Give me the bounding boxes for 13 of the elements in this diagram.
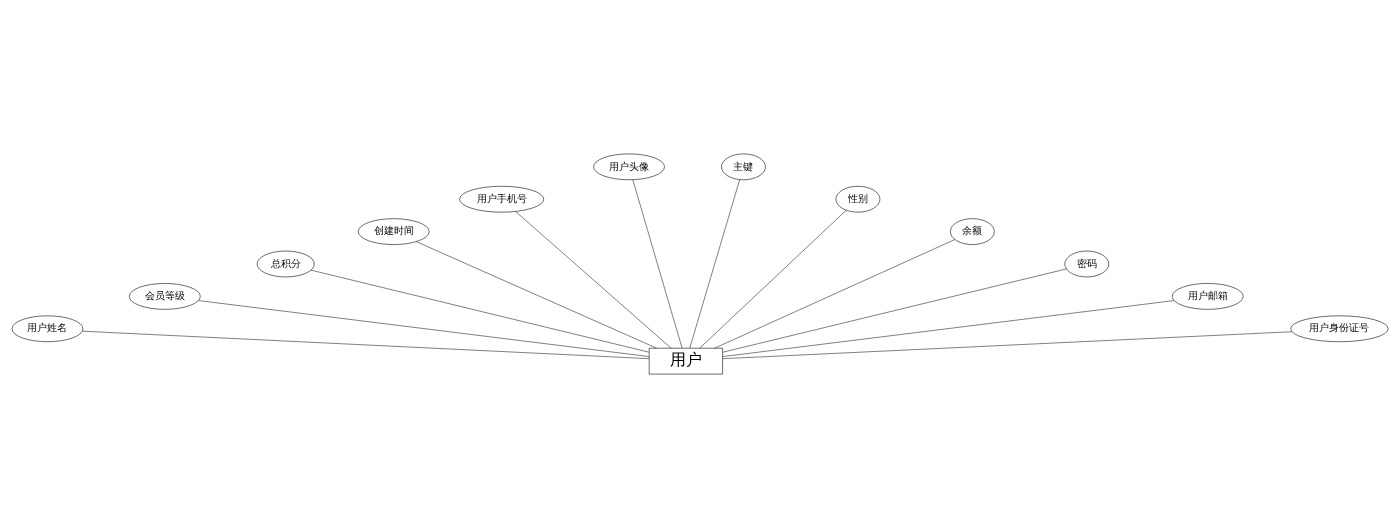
node-ellipse: 用户头像 [593, 153, 665, 181]
node-ellipse: 用户身份证号 [1290, 315, 1389, 343]
node-ellipse: 用户邮箱 [1171, 283, 1244, 310]
node-ellipse: 会员等级 [129, 283, 201, 310]
node-ellipse: 创建时间 [357, 218, 430, 245]
node-box: 用户 [648, 347, 723, 375]
node-ellipse: 总积分 [256, 250, 315, 278]
node-ellipse: 余额 [950, 218, 995, 245]
node-ellipse: 用户姓名 [11, 315, 84, 343]
node-ellipse: 主键 [721, 153, 766, 181]
node-ellipse: 性别 [835, 186, 881, 213]
node-ellipse: 密码 [1064, 250, 1110, 278]
node-ellipse: 用户手机号 [459, 186, 545, 213]
